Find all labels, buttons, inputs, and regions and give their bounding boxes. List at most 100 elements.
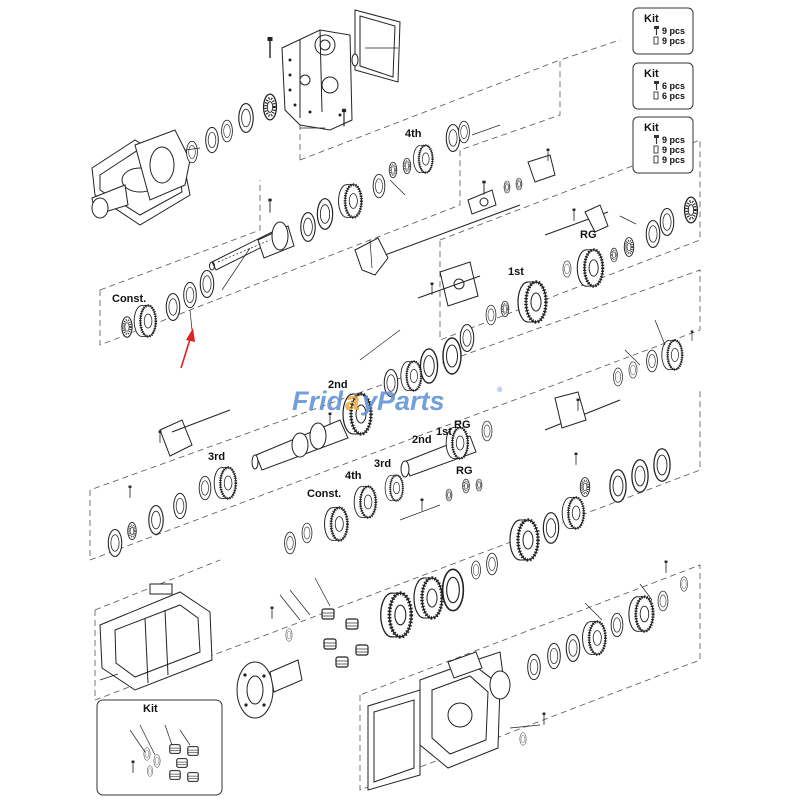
gear-group-3rd-left xyxy=(107,409,238,558)
bearing-icon xyxy=(682,195,700,225)
seal-ring-icon xyxy=(238,102,254,134)
bolt-icon xyxy=(690,330,694,342)
planetary-group xyxy=(269,568,465,668)
gear-icon xyxy=(414,578,442,618)
ring-icon xyxy=(143,747,151,761)
housing-cover-plate xyxy=(351,9,401,83)
kit-box-count: 9 pcs xyxy=(662,155,685,165)
ring-icon xyxy=(441,568,465,612)
gear-icon xyxy=(518,282,546,322)
bolt-icon xyxy=(157,430,163,444)
upper-shaft-4th xyxy=(300,120,501,243)
pin-icon xyxy=(267,198,273,214)
ring-icon xyxy=(285,628,293,642)
ring-icon xyxy=(486,552,498,576)
kit-box-count: 9 pcs xyxy=(662,135,685,145)
label-const-left: Const. xyxy=(112,293,146,305)
gear-icon xyxy=(560,495,586,531)
pto-group xyxy=(527,560,688,681)
kit-box-frame xyxy=(632,62,694,110)
bearing-icon xyxy=(579,476,591,498)
roller-icon xyxy=(653,155,659,164)
mainshaft xyxy=(251,412,349,471)
const-gear-group xyxy=(120,269,215,339)
kit-box-title: Kit xyxy=(644,122,659,134)
bearing-icon xyxy=(120,315,134,339)
gear-labels: 4th RG 1st Const. 2nd 3rd 2nd 1st RG 4th… xyxy=(112,128,597,500)
ring-icon xyxy=(481,420,493,442)
kit-box-title: Kit xyxy=(644,13,659,25)
label-rg-shaft: RG xyxy=(454,419,471,431)
svg-text:yParts: yParts xyxy=(360,386,445,416)
rear-housing-top xyxy=(281,29,353,131)
bolt-icon xyxy=(573,452,579,466)
label-2nd-mid: 2nd xyxy=(328,379,348,391)
label-1st-top: 1st xyxy=(508,266,524,278)
roller-icon xyxy=(335,656,349,668)
input-shaft xyxy=(209,198,295,291)
seal-ring-icon xyxy=(186,140,198,164)
ring-icon xyxy=(198,475,212,501)
ring-icon xyxy=(471,560,481,580)
seal-plate xyxy=(134,129,191,201)
bearing-icon xyxy=(500,300,510,318)
label-4th-mid: 4th xyxy=(345,470,362,482)
label-4th-top: 4th xyxy=(405,128,422,140)
kit-box-count: 9 pcs xyxy=(662,145,685,155)
ring-icon xyxy=(547,642,561,670)
ring-icon xyxy=(165,292,181,322)
bolt-icon xyxy=(127,485,133,499)
main-housing-lower-left xyxy=(99,583,213,691)
bottom-kit-title: Kit xyxy=(143,703,158,715)
label-2nd-shaft: 2nd xyxy=(412,434,432,446)
roller-icon xyxy=(653,36,659,45)
bolt-icon xyxy=(541,712,547,726)
ring-icon xyxy=(527,653,541,681)
ring-icon xyxy=(680,576,688,592)
selector-fork-upper xyxy=(354,148,556,276)
svg-text:Frid: Frid xyxy=(292,386,344,416)
ring-icon xyxy=(445,123,461,153)
bearing-icon xyxy=(515,177,523,191)
bolt-icon xyxy=(571,208,577,222)
ring-icon xyxy=(316,197,334,231)
bolt-icon xyxy=(663,560,669,574)
kit-box-count: 9 pcs xyxy=(662,26,685,36)
ring-icon xyxy=(147,765,153,777)
ring-icon xyxy=(565,633,581,663)
bearing-icon xyxy=(475,478,483,492)
bearing-icon xyxy=(445,488,453,502)
roller-icon xyxy=(345,618,359,630)
gear-icon xyxy=(577,250,602,286)
roller-icon xyxy=(176,758,188,768)
roller-icon xyxy=(169,770,181,780)
bolt-icon xyxy=(654,135,659,144)
roller-icon xyxy=(653,145,659,154)
shim-ring-icon xyxy=(221,119,233,143)
ring-icon xyxy=(609,468,627,504)
label-1st-shaft: 1st xyxy=(436,426,452,438)
bearing-icon xyxy=(461,478,471,494)
layshaft-1st-rg xyxy=(417,195,700,326)
ring-icon xyxy=(183,281,197,309)
ring-icon xyxy=(372,173,386,199)
svg-text:®: ® xyxy=(497,386,503,394)
ring-icon xyxy=(459,323,475,353)
roller-icon xyxy=(187,746,199,756)
ring-icon xyxy=(562,260,572,278)
bottom-kit-box: Kit xyxy=(96,699,223,796)
svg-text:a: a xyxy=(345,386,360,416)
ring-icon xyxy=(284,531,296,555)
highlight-arrow xyxy=(180,328,195,369)
label-3rd-left: 3rd xyxy=(208,451,225,463)
output-flange xyxy=(236,659,303,719)
kit-box-frame xyxy=(632,7,694,55)
gear-icon xyxy=(580,619,608,657)
ring-icon xyxy=(419,347,439,385)
gear-group-mid xyxy=(284,473,405,555)
